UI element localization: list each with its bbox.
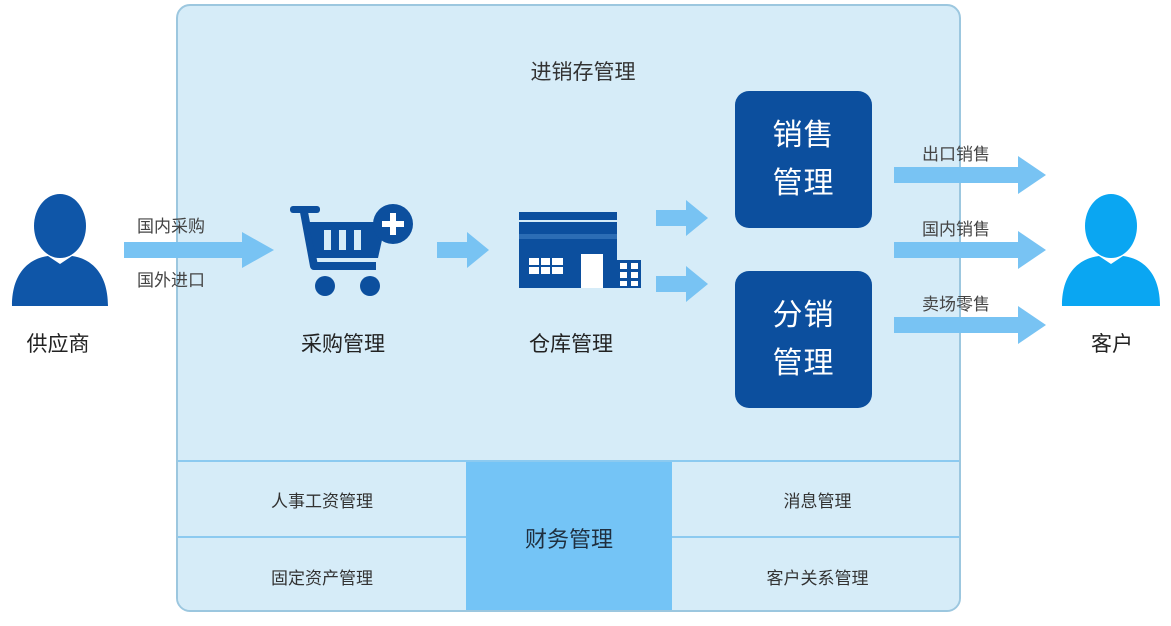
- customer-label: 客户: [1091, 332, 1133, 356]
- outbound-retail-label: 卖场零售: [922, 295, 990, 315]
- arrow-right-icon: [894, 231, 1046, 269]
- sales-management-block: 销售 管理: [735, 91, 872, 228]
- finance-module: 财务管理: [466, 462, 672, 610]
- fixed-assets-module: 固定资产管理: [178, 538, 466, 610]
- arrow-right-icon: [656, 200, 708, 236]
- supplier-label: 供应商: [26, 332, 90, 356]
- outbound-domestic-label: 国内销售: [922, 220, 990, 240]
- arrow-right-icon: [124, 230, 274, 270]
- divider: [178, 536, 466, 538]
- distribution-line2: 管理: [772, 345, 835, 381]
- distribution-management-block: 分销 管理: [735, 271, 872, 408]
- sales-line2: 管理: [772, 165, 835, 201]
- messages-label: 消息管理: [783, 491, 852, 512]
- messages-module: 消息管理: [672, 462, 959, 536]
- crm-module: 客户关系管理: [672, 538, 959, 610]
- fixed-assets-label: 固定资产管理: [271, 568, 373, 589]
- diagram-title: 进销存管理: [530, 60, 636, 84]
- shopping-cart-add-icon: [290, 204, 414, 300]
- distribution-line1: 分销: [772, 297, 835, 333]
- inbound-domestic-label: 国内采购: [137, 217, 205, 237]
- arrow-right-icon: [894, 156, 1046, 194]
- hr-payroll-module: 人事工资管理: [178, 462, 466, 536]
- arrow-right-icon: [437, 232, 489, 268]
- divider: [672, 536, 959, 538]
- crm-label: 客户关系管理: [766, 568, 869, 589]
- divider: [178, 460, 959, 462]
- warehouse-label: 仓库管理: [529, 332, 613, 356]
- arrow-right-icon: [894, 306, 1046, 344]
- purchase-label: 采购管理: [301, 332, 385, 356]
- sales-line1: 销售: [772, 117, 835, 153]
- hr-payroll-label: 人事工资管理: [271, 491, 373, 512]
- person-icon: [1060, 190, 1162, 308]
- finance-label: 财务管理: [524, 528, 613, 553]
- arrow-right-icon: [656, 266, 708, 302]
- outbound-export-label: 出口销售: [922, 145, 990, 165]
- person-icon: [10, 190, 110, 308]
- inbound-import-label: 国外进口: [137, 271, 205, 291]
- warehouse-icon: [519, 212, 643, 292]
